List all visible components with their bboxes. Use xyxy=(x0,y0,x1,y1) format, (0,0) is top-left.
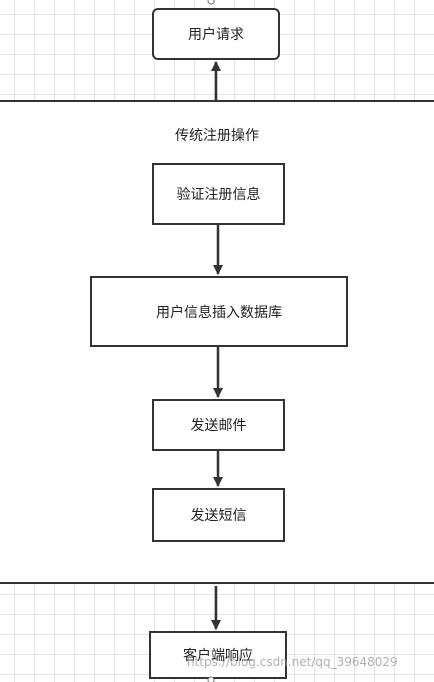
bottom-connection-point xyxy=(207,676,215,682)
node-send-mail: 发送邮件 xyxy=(152,399,285,451)
node-send-sms: 发送短信 xyxy=(152,488,285,542)
node-client-response: 客户端响应 xyxy=(149,631,287,679)
node-validate: 验证注册信息 xyxy=(152,163,285,225)
band-title: 传统注册操作 xyxy=(175,128,259,144)
node-insert-db: 用户信息插入数据库 xyxy=(90,276,348,347)
watermark: https://blog.csdn.net/qq_39648029 xyxy=(187,655,398,669)
node-user-request: 用户请求 xyxy=(152,8,280,60)
top-connection-point xyxy=(207,0,215,5)
